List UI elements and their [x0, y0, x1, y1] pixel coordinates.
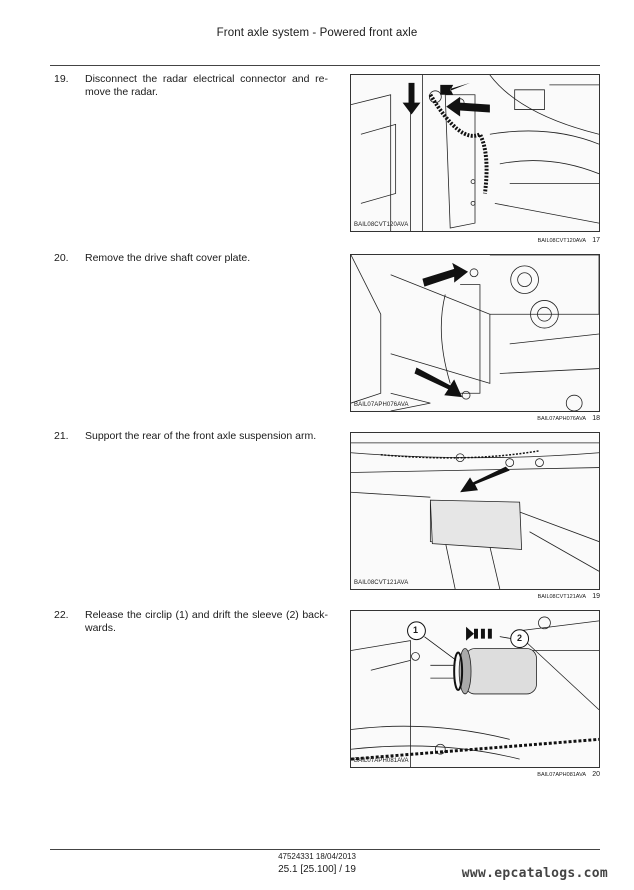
callout-1: 1 — [413, 625, 419, 635]
figure-code: BAIL08CVT121AVA — [537, 594, 586, 600]
step-text: Support the rear of the front axle suspe… — [85, 430, 317, 442]
step-21: 21. Support the rear of the front axle s… — [54, 430, 329, 445]
figure-17-caption: BAIL08CVT120AVA 17 — [350, 236, 600, 246]
footer-page-ref: 25.1 [25.100] / 19 — [278, 864, 356, 875]
step-22: 22. Release the circlip (1) and drift th… — [54, 609, 329, 639]
figure-number: 20 — [592, 771, 600, 778]
header-divider — [50, 65, 600, 66]
figure-18-code: BAIL07APH076AVA — [354, 402, 409, 408]
callout-2: 2 — [517, 633, 523, 643]
figure-number: 19 — [592, 593, 600, 600]
figure-20-caption: BAIL07APH081AVA 20 — [350, 770, 600, 780]
figure-number: 17 — [592, 237, 600, 244]
step-number: 20. — [54, 252, 69, 264]
page-title: Front axle system - Powered front axle — [216, 27, 418, 39]
figure-code: BAIL08CVT120AVA — [537, 238, 586, 244]
step-number: 19. — [54, 73, 69, 85]
watermark-text: www.epcatalogs.com — [461, 866, 608, 881]
figure-number: 18 — [592, 415, 600, 422]
figure-20-image: 1 2 BAIL07APH081AVA — [350, 610, 600, 768]
figure-19-caption: BAIL08CVT121AVA 19 — [350, 592, 600, 602]
step-text: Remove the drive shaft cover plate. — [85, 252, 251, 264]
step-number: 21. — [54, 430, 69, 442]
figure-17-image: BAIL08CVT120AVA — [350, 74, 600, 232]
step-20: 20. Remove the drive shaft cover plate. — [54, 252, 329, 267]
figure-code: BAIL07APH081AVA — [537, 772, 586, 778]
footer-doc-ref: 47524331 18/04/2013 — [278, 852, 356, 861]
figure-18-caption: BAIL07APH076AVA 18 — [350, 414, 600, 424]
step-text: Disconnect the radar electrical connecto… — [85, 73, 328, 98]
figure-19-image: BAIL08CVT121AVA — [350, 432, 600, 590]
step-number: 22. — [54, 609, 69, 621]
step-text: Release the circlip (1) and drift the sl… — [85, 609, 328, 634]
figure-20-code: BAIL07APH081AVA — [354, 758, 409, 764]
figure-17-code: BAIL08CVT120AVA — [354, 222, 409, 228]
footer-divider — [50, 849, 600, 850]
figure-19-code: BAIL08CVT121AVA — [354, 580, 409, 586]
figure-18-image: BAIL07APH076AVA — [350, 254, 600, 412]
figure-code: BAIL07APH076AVA — [537, 416, 586, 422]
step-19: 19. Disconnect the radar electrical conn… — [54, 73, 329, 103]
